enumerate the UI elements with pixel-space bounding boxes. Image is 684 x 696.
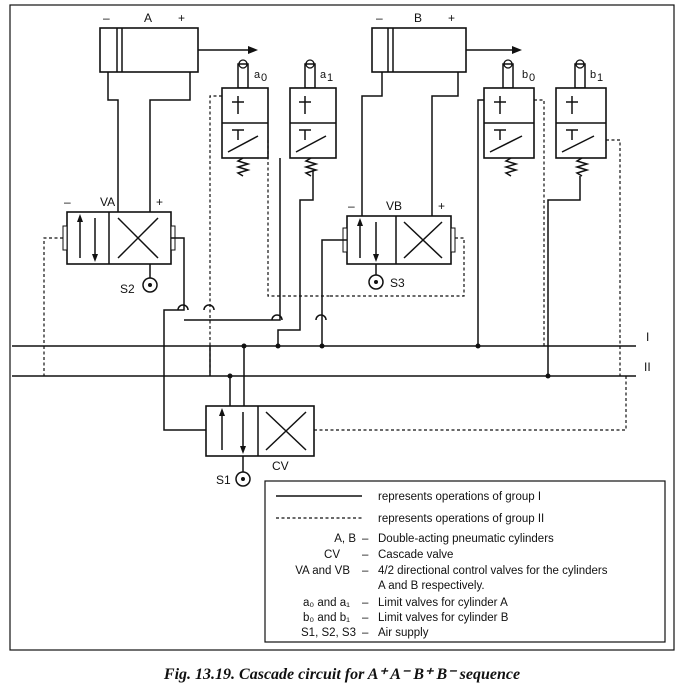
legend-row-3-dash: –: [362, 597, 369, 609]
valve-vb: – VB +: [342, 199, 456, 265]
limit-valve-a0: a 0: [221, 59, 269, 177]
legend-row-4-key: b₀ and b₁: [303, 612, 350, 624]
cylinder-a-plus: +: [178, 11, 185, 25]
legend-row-4-dash: –: [362, 612, 369, 624]
limit-valve-b0-label: b: [522, 69, 528, 81]
legend-row-1-key: CV: [324, 549, 340, 561]
limit-valve-a1-label: a: [320, 69, 327, 81]
limit-valve-a0-sub: 0: [261, 72, 267, 84]
cylinder-b-minus: –: [376, 11, 383, 25]
limit-valve-b1-sub: 1: [597, 72, 603, 84]
dashed-connections: [43, 95, 627, 431]
cylinder-b: – B +: [371, 11, 522, 73]
cylinder-a-minus: –: [103, 11, 110, 25]
limit-valve-b1: b 1: [555, 59, 607, 177]
valve-va-plus: +: [156, 195, 163, 209]
cylinder-a-label: A: [144, 11, 152, 25]
supply-s2-label: S2: [120, 282, 135, 296]
legend-row-0-key: A, B: [334, 533, 356, 545]
legend-row-5-dash: –: [362, 627, 369, 639]
legend-row-2-key: VA and VB: [295, 565, 350, 577]
legend-row-5-key: S1, S2, S3: [301, 627, 356, 639]
solid-connections: [107, 72, 581, 431]
figure-caption: Fig. 13.19. Cascade circuit for A⁺ A⁻ B⁺…: [163, 666, 521, 683]
legend-row-3-key: a₀ and a₁: [303, 597, 350, 609]
legend-row-0-desc: Double-acting pneumatic cylinders: [378, 533, 554, 545]
valve-vb-minus: –: [348, 199, 355, 213]
cylinder-b-plus: +: [448, 11, 455, 25]
limit-valve-a0-label: a: [254, 69, 261, 81]
valve-va-minus: –: [64, 195, 71, 209]
legend: represents operations of group I represe…: [264, 480, 666, 643]
legend-row-2-dash: –: [362, 565, 369, 577]
line-group-2-label: II: [644, 360, 651, 374]
supply-s1-label: S1: [216, 473, 231, 487]
valve-va: – VA +: [62, 195, 176, 265]
legend-row-2-desc2: A and B respectively.: [378, 580, 485, 592]
diagram-frame: [9, 4, 675, 651]
limit-valve-a1: a 1: [289, 59, 337, 177]
legend-row-4-desc: Limit valves for cylinder B: [378, 612, 509, 624]
valve-va-label: VA: [100, 195, 115, 209]
cylinder-a: – A +: [99, 11, 258, 73]
valve-vb-plus: +: [438, 199, 445, 213]
legend-row-0-dash: –: [362, 533, 369, 545]
legend-row-5-desc: Air supply: [378, 627, 429, 639]
cascade-valve: CV: [205, 405, 315, 473]
legend-row-2-desc: 4/2 directional control valves for the c…: [378, 565, 608, 577]
cylinder-b-label: B: [414, 11, 422, 25]
valve-vb-label: VB: [386, 199, 402, 213]
line-group-1-label: I: [646, 330, 649, 344]
limit-valve-b1-label: b: [590, 69, 596, 81]
supply-s3-label: S3: [390, 276, 405, 290]
legend-solid-text: represents operations of group I: [378, 491, 541, 503]
legend-row-3-desc: Limit valves for cylinder A: [378, 597, 508, 609]
cascade-valve-label: CV: [272, 459, 289, 473]
limit-valve-a1-sub: 1: [327, 72, 333, 84]
legend-dashed-text: represents operations of group II: [378, 513, 544, 525]
legend-row-1-dash: –: [362, 549, 369, 561]
legend-row-1-desc: Cascade valve: [378, 549, 453, 561]
limit-valve-b0-sub: 0: [529, 72, 535, 84]
limit-valve-b0: b 0: [483, 59, 535, 177]
